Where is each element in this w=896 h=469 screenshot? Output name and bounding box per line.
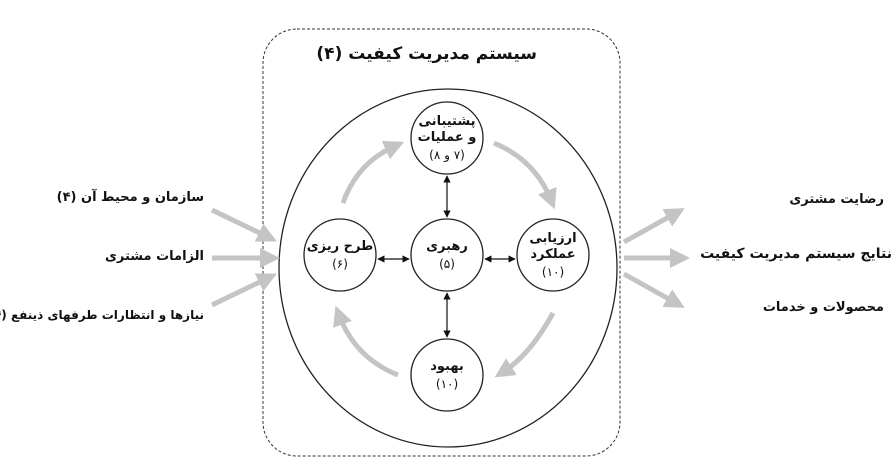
node-leadership-number: (۵) <box>439 256 455 271</box>
node-support-line1: پشتیبانی <box>418 113 476 129</box>
node-improvement-label: بهبود <box>430 358 464 374</box>
evaluation-circle <box>516 218 590 292</box>
node-planning-number: (۶) <box>332 256 348 271</box>
pdca-outer-circle <box>278 88 618 448</box>
node-improvement: بهبود (۱۰) <box>411 339 483 411</box>
node-evaluation-line2: عملکرد <box>530 246 576 262</box>
input-requirements-label: الزامات مشتری <box>105 249 204 264</box>
node-improvement-number: (۱۰) <box>435 376 459 391</box>
cycle-arrow-planning-to-support <box>340 140 405 204</box>
node-leadership: رهبری (۵) <box>411 219 483 291</box>
node-planning-label: طرح ریزی <box>306 238 374 254</box>
node-support: پشتیبانی و عملیات (۷ و ۸) <box>411 102 483 174</box>
diagram-title: سیستم مدیریت کیفیت (۴) <box>316 44 537 64</box>
output-arrow-products <box>622 271 685 308</box>
node-support-number: (۷ و ۸) <box>429 147 465 162</box>
output-results-label: نتایج سیستم مدیریت کیفیت <box>700 246 892 262</box>
input-stakeholders-label: نیازها و انتظارات طرفهای ذینفع (۴) <box>0 308 204 322</box>
node-evaluation-line1: ارزیابی <box>529 230 577 246</box>
cycle-arrow-evaluation-to-improvement <box>494 311 556 378</box>
input-arrow-context <box>210 207 278 242</box>
cycle-arrow-support-to-evaluation <box>493 140 557 210</box>
input-context-label: سازمان و محیط آن (۴) <box>56 190 204 205</box>
node-leadership-label: رهبری <box>426 238 468 254</box>
output-satisfaction-label: رضایت مشتری <box>789 192 884 207</box>
improvement-circle <box>410 338 484 412</box>
output-arrow-satisfaction <box>622 208 685 245</box>
node-planning: طرح ریزی (۶) <box>304 219 376 291</box>
qms-boundary <box>262 28 621 457</box>
support-circle <box>410 101 484 175</box>
node-support-line2: و عملیات <box>417 129 477 145</box>
cycle-arrow-improvement-to-planning <box>333 305 399 378</box>
leadership-circle <box>410 218 484 292</box>
input-arrow-stakeholders <box>210 273 278 308</box>
planning-circle <box>303 218 377 292</box>
node-evaluation-number: (۱۰) <box>541 264 565 279</box>
output-products-label: محصولات و خدمات <box>762 300 884 315</box>
node-evaluation: ارزیابی عملکرد (۱۰) <box>517 219 589 291</box>
